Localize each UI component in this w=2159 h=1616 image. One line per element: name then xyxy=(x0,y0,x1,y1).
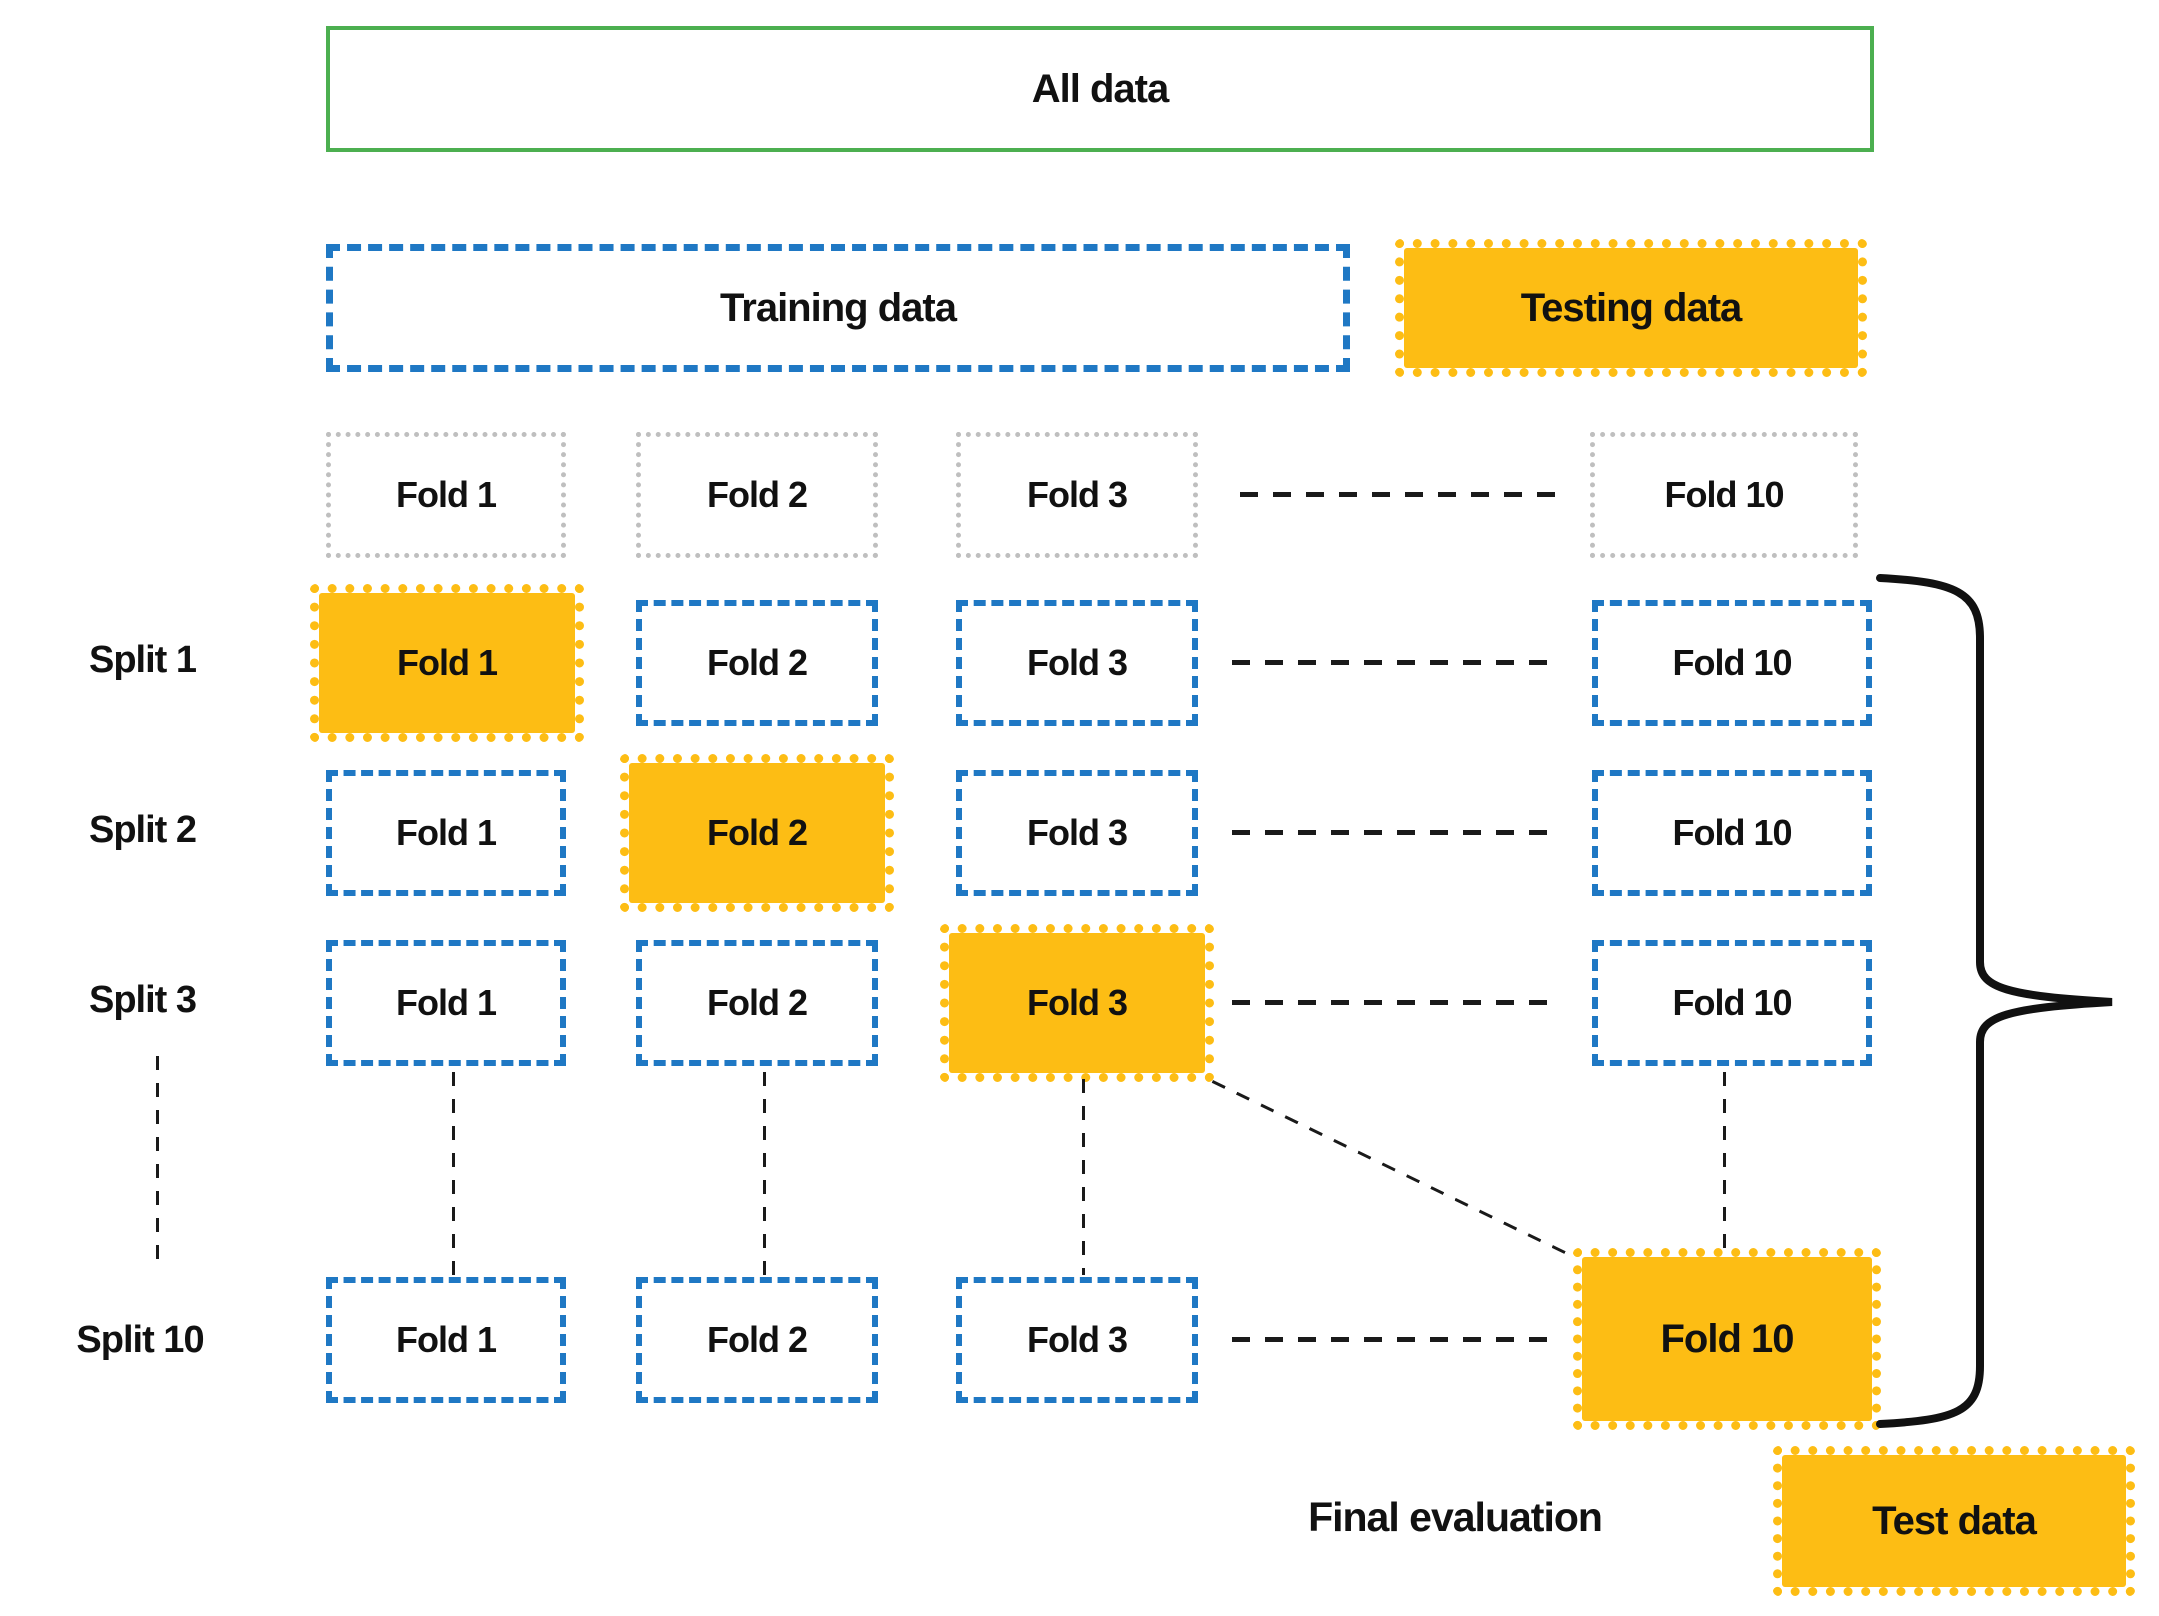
column-connector xyxy=(452,1072,455,1275)
fold-header-box: Fold 3 xyxy=(956,432,1198,558)
fold-header-box: Fold 2 xyxy=(636,432,878,558)
fold-box: Fold 10 xyxy=(1592,940,1872,1066)
fold-box: Fold 2 xyxy=(636,940,878,1066)
fold-header-box: Fold 1 xyxy=(326,432,566,558)
fold-gap-dashes xyxy=(1232,830,1560,835)
column-connector xyxy=(763,1072,766,1275)
fold-box: Fold 2 xyxy=(636,1277,878,1403)
split-row-label: Split 10 xyxy=(76,1318,204,1361)
fold-box: Fold 1 xyxy=(326,1277,566,1403)
test-fold-box: Fold 2 xyxy=(620,754,894,912)
test-fold-box: Fold 10 xyxy=(1573,1248,1881,1430)
fold-gap-dashes xyxy=(1232,1337,1552,1342)
split-row-label: Split 2 xyxy=(88,808,197,851)
test-data-box: Test data xyxy=(1773,1446,2135,1596)
fold-box: Fold 10 xyxy=(1592,600,1872,726)
fold-box: Fold 3 xyxy=(956,770,1198,896)
column-connector xyxy=(1082,1079,1085,1275)
fold-gap-dashes xyxy=(1232,660,1560,665)
final-evaluation-label: Final evaluation xyxy=(1308,1493,1603,1540)
curly-brace xyxy=(1876,574,2113,1428)
fold-box: Fold 3 xyxy=(956,1277,1198,1403)
testing-data-box: Testing data xyxy=(1395,239,1867,377)
diagonal-connector xyxy=(1211,1080,1570,1256)
column-connector xyxy=(1723,1072,1726,1252)
split-row-label: Split 3 xyxy=(88,978,197,1021)
fold-box: Fold 10 xyxy=(1592,770,1872,896)
all-data-box: All data xyxy=(326,26,1874,152)
fold-box: Fold 1 xyxy=(326,770,566,896)
fold-header-box: Fold 10 xyxy=(1590,432,1858,558)
fold-box: Fold 3 xyxy=(956,600,1198,726)
split-gap-connector xyxy=(156,1056,159,1272)
training-data-box: Training data xyxy=(326,244,1350,372)
fold-gap-dashes xyxy=(1232,1000,1560,1005)
test-fold-box: Fold 1 xyxy=(310,584,584,742)
test-fold-box: Fold 3 xyxy=(940,924,1214,1082)
split-row-label: Split 1 xyxy=(88,638,197,681)
fold-gap-dashes xyxy=(1240,492,1560,497)
fold-box: Fold 1 xyxy=(326,940,566,1066)
fold-box: Fold 2 xyxy=(636,600,878,726)
